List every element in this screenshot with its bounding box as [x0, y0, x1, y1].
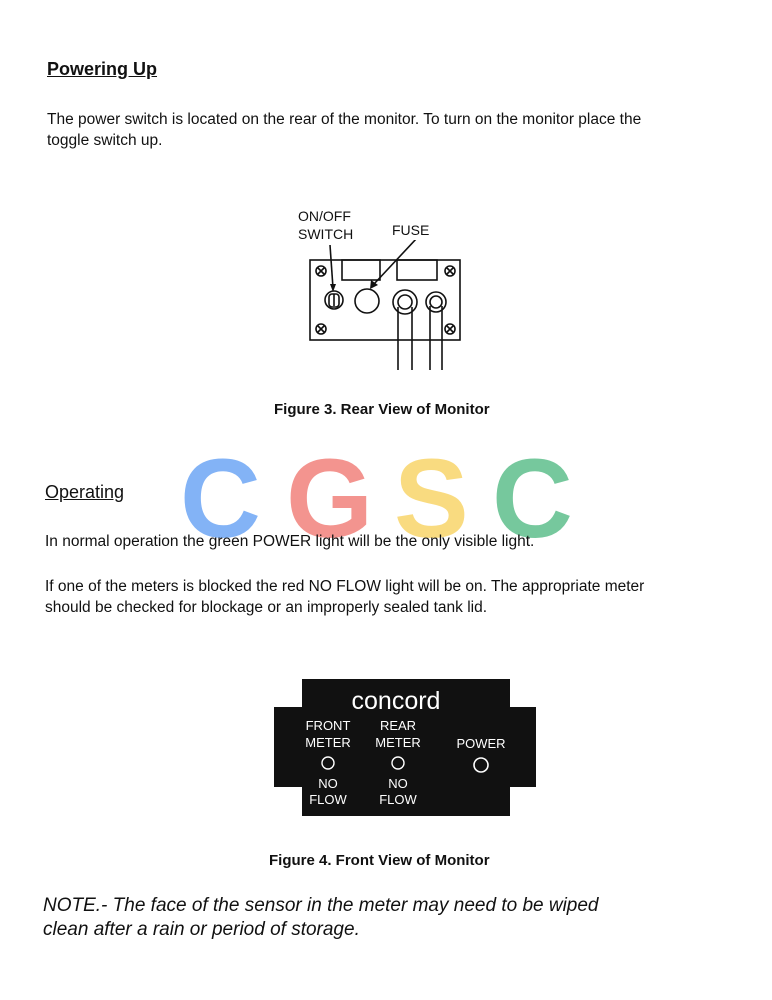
label-line: ON/OFF	[298, 208, 351, 224]
label-plate-left	[341, 259, 381, 281]
no-flow-2-line1: NO	[388, 776, 408, 791]
screw-top-left	[315, 265, 327, 277]
switch-leader-line	[329, 244, 334, 289]
watermark-letter-c1: C	[180, 445, 261, 545]
front-view-panel: concord FRONT METER REAR METER POWER NO …	[274, 679, 536, 816]
cable-right	[425, 291, 447, 370]
fuse-arrowhead	[370, 280, 378, 289]
note-line: clean after a rain or period of storage.	[43, 919, 360, 940]
note-block: NOTE.- The face of the sensor in the met…	[43, 894, 743, 942]
figure-3-caption: Figure 3. Rear View of Monitor	[274, 401, 490, 418]
powering-up-paragraph: The power switch is located on the rear …	[47, 109, 747, 151]
rear-meter-label-line2: METER	[375, 735, 421, 750]
front-meter-light-icon	[321, 756, 335, 770]
no-flow-2-line2: FLOW	[379, 792, 417, 807]
screw-top-right	[444, 265, 456, 277]
front-meter-label-line1: FRONT	[306, 718, 351, 733]
power-label: POWER	[456, 736, 505, 751]
rear-meter-label-line1: REAR	[380, 718, 416, 733]
watermark-letter-s: S	[394, 445, 469, 545]
front-meter-label-line2: METER	[305, 735, 351, 750]
cable-left	[392, 289, 418, 370]
label-plate-right	[396, 259, 438, 281]
fuse-holder-icon	[354, 288, 380, 314]
fuse-leader-line	[373, 240, 417, 285]
watermark-letter-g: G	[286, 445, 373, 545]
fuse-label: FUSE	[392, 222, 430, 238]
screw-bottom-left	[315, 323, 327, 335]
brand-name: concord	[352, 687, 441, 715]
figure-4-caption: Figure 4. Front View of Monitor	[269, 852, 490, 869]
paragraph-line: The power switch is located on the rear …	[47, 111, 642, 128]
section-heading-operating: Operating	[45, 482, 125, 502]
no-flow-1-line1: NO	[318, 776, 338, 791]
rear-meter-light-icon	[391, 756, 405, 770]
toggle-switch-icon	[324, 290, 344, 310]
power-light-icon	[473, 757, 489, 773]
no-flow-1-line2: FLOW	[309, 792, 347, 807]
cgsc-watermark-logo: C G S C	[180, 445, 573, 545]
paragraph-line: If one of the meters is blocked the red …	[45, 578, 645, 595]
switch-arrowhead	[330, 284, 336, 292]
onoff-switch-label: ON/OFF SWITCH	[298, 207, 353, 243]
paragraph-line: should be checked for blockage or an imp…	[45, 599, 488, 616]
note-line: NOTE.- The face of the sensor in the met…	[43, 895, 599, 916]
section-heading-powering-up: Powering Up	[47, 59, 158, 79]
watermark-letter-c2: C	[492, 445, 573, 545]
label-line: SWITCH	[298, 226, 354, 242]
operating-paragraph-1: In normal operation the green POWER ligh…	[45, 533, 535, 550]
paragraph-line: toggle switch up.	[47, 132, 163, 149]
rear-view-diagram	[309, 240, 461, 370]
panel-body	[274, 679, 536, 816]
screw-bottom-right	[444, 323, 456, 335]
operating-paragraph-2: If one of the meters is blocked the red …	[45, 576, 745, 618]
rear-housing	[309, 259, 461, 341]
